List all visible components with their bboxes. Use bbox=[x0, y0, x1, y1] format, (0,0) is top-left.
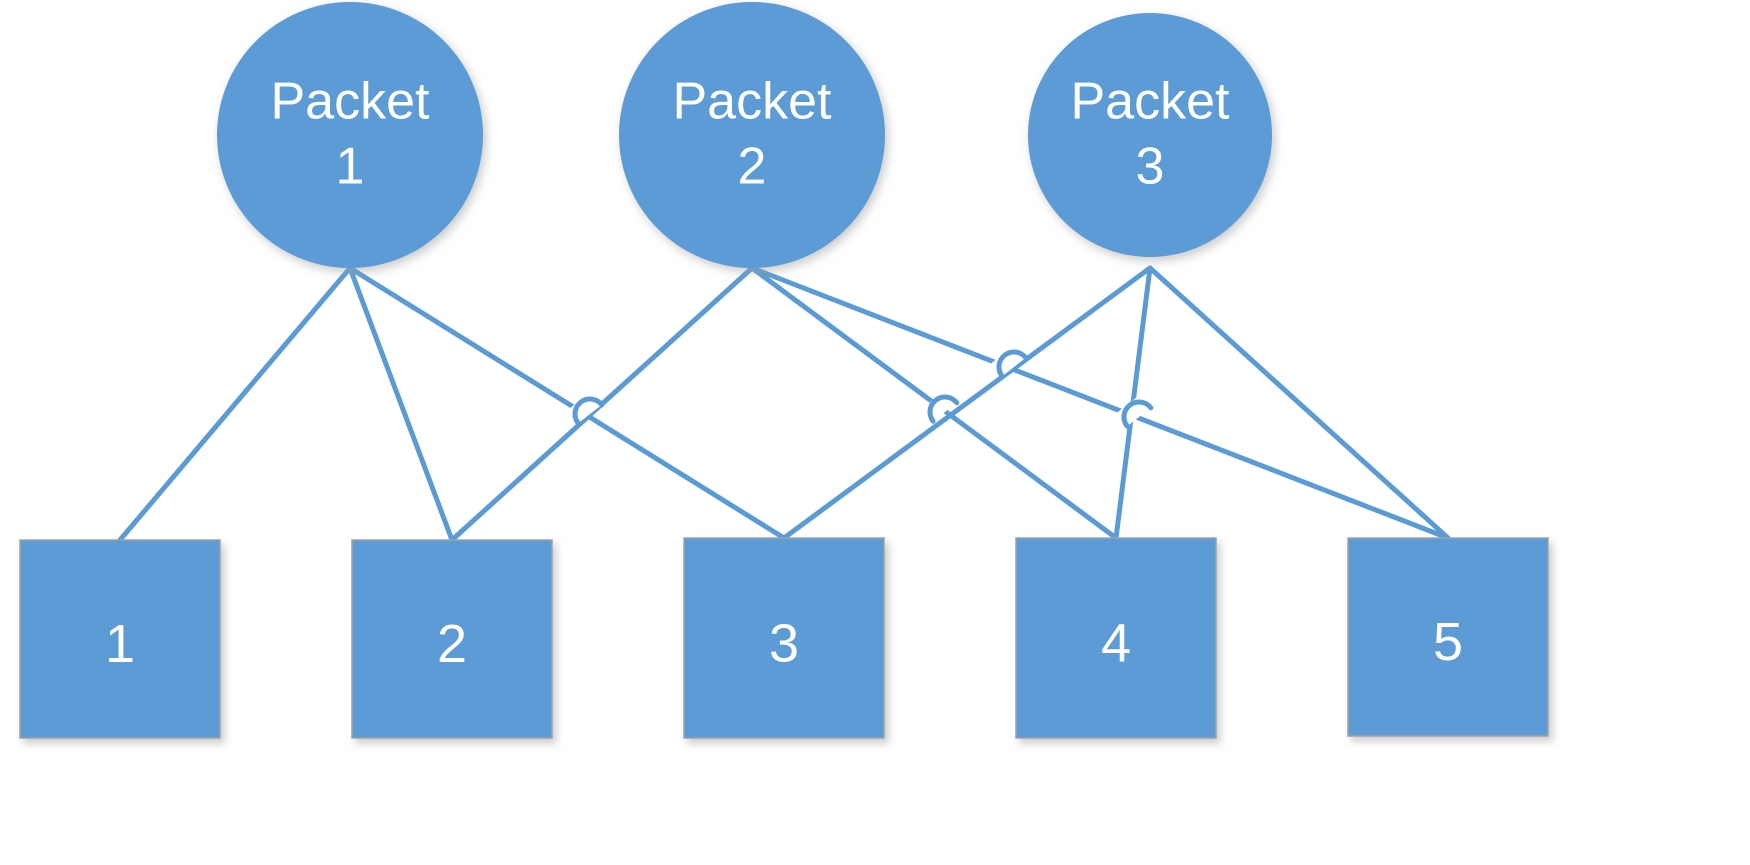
hop-arc bbox=[572, 396, 605, 426]
line-hop-hop-2 bbox=[921, 388, 960, 424]
node-5-shape[interactable] bbox=[1347, 537, 1549, 737]
packet-3-shape[interactable] bbox=[1028, 13, 1272, 257]
node-3[interactable]: 3 bbox=[683, 537, 885, 739]
packet-1-label-line1: Packet bbox=[271, 73, 431, 131]
edge-packet-3-to-node-3 bbox=[781, 265, 1153, 541]
packet-3-label-line2: 3 bbox=[1136, 138, 1165, 196]
packet-2-shape[interactable] bbox=[619, 2, 885, 268]
node-5-label: 5 bbox=[1433, 612, 1463, 672]
packet-1[interactable]: Packet 1 bbox=[217, 2, 483, 268]
packet-2-label-line2: 2 bbox=[738, 138, 767, 196]
edge-packet-1-to-node-2 bbox=[347, 265, 455, 543]
node-4[interactable]: 4 bbox=[1015, 537, 1217, 739]
hop-arc bbox=[996, 349, 1029, 379]
packet-3[interactable]: Packet 3 bbox=[1028, 13, 1272, 257]
line-hop-hop-3 bbox=[990, 343, 1029, 379]
node-2[interactable]: 2 bbox=[351, 539, 553, 739]
node-2-shape[interactable] bbox=[351, 539, 553, 739]
node-5[interactable]: 5 bbox=[1347, 537, 1549, 737]
packet-2-label-line1: Packet bbox=[673, 73, 833, 131]
line-hop-hop-4 bbox=[1115, 393, 1154, 429]
square-nodes-layer: 1 2 3 4 5 bbox=[19, 537, 1549, 739]
node-4-label: 4 bbox=[1101, 613, 1131, 673]
line-hops-layer bbox=[566, 343, 1154, 429]
edge-packet-1-to-node-1 bbox=[117, 265, 353, 543]
node-1-shape[interactable] bbox=[19, 539, 221, 739]
packet-nodes-layer: Packet 1 Packet 2 Packet 3 bbox=[217, 2, 1272, 268]
packet-1-label-line2: 1 bbox=[336, 138, 365, 196]
hop-arc bbox=[1121, 399, 1154, 429]
packet-1-shape[interactable] bbox=[217, 2, 483, 268]
hop-arc bbox=[927, 394, 960, 424]
edge-packet-1-to-node-3 bbox=[347, 265, 787, 541]
node-1[interactable]: 1 bbox=[19, 539, 221, 739]
node-3-label: 3 bbox=[769, 613, 799, 673]
line-hop-hop-1 bbox=[566, 390, 605, 426]
packet-2[interactable]: Packet 2 bbox=[619, 2, 885, 268]
edge-packet-3-to-node-5 bbox=[1147, 265, 1451, 541]
node-4-shape[interactable] bbox=[1015, 537, 1217, 739]
node-1-label: 1 bbox=[105, 614, 135, 674]
node-3-shape[interactable] bbox=[683, 537, 885, 739]
node-2-label: 2 bbox=[437, 614, 467, 674]
edges-layer bbox=[117, 265, 1451, 543]
packet-3-label-line1: Packet bbox=[1071, 73, 1231, 131]
edge-packet-2-to-node-5 bbox=[749, 265, 1451, 541]
